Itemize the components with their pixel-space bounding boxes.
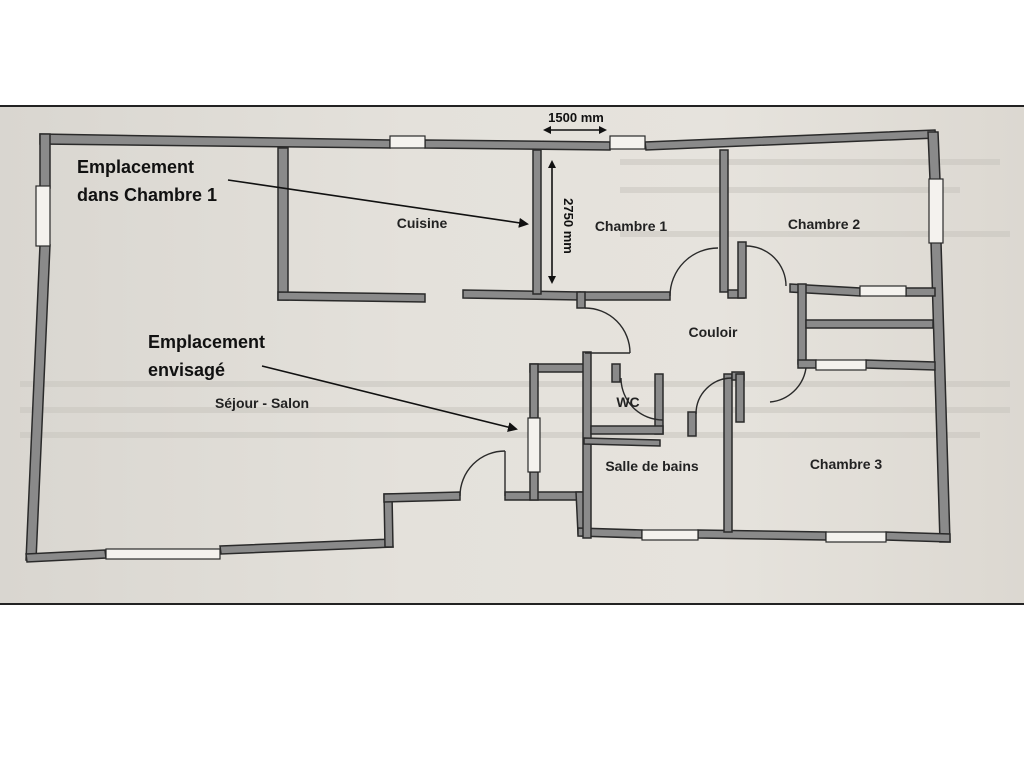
room-label-chambre3: Chambre 3 — [810, 456, 883, 472]
floor-plan: Cuisine Chambre 1 Chambre 2 Couloir WC S… — [20, 110, 1010, 563]
room-labels: Cuisine Chambre 1 Chambre 2 Couloir WC S… — [215, 215, 882, 474]
annotation-planned-line2: envisagé — [148, 360, 225, 380]
windows — [35, 135, 944, 560]
walls — [25, 129, 951, 563]
background-print — [20, 159, 1010, 438]
annotation-chambre1-line2: dans Chambre 1 — [77, 185, 217, 205]
room-label-cuisine: Cuisine — [397, 215, 448, 231]
annotation-planned-line1: Emplacement — [148, 332, 265, 352]
room-label-sejour: Séjour - Salon — [215, 395, 309, 411]
room-label-wc: WC — [616, 394, 639, 410]
room-label-chambre2: Chambre 2 — [788, 216, 861, 232]
annotations: Emplacement dans Chambre 1 Emplacement e… — [77, 157, 529, 432]
doors — [459, 245, 807, 497]
dimension-markers: 1500 mm 2750 mm — [543, 110, 607, 284]
annotation-planned-arrow — [261, 365, 518, 432]
annotation-chambre1-arrow — [227, 179, 529, 228]
width-dimension-label: 1500 mm — [548, 110, 604, 125]
height-dimension-label: 2750 mm — [561, 198, 576, 254]
room-label-couloir: Couloir — [689, 324, 739, 340]
annotation-chambre1-line1: Emplacement — [77, 157, 194, 177]
room-label-salle-de-bains: Salle de bains — [605, 458, 699, 474]
floor-plan-photo: Cuisine Chambre 1 Chambre 2 Couloir WC S… — [0, 105, 1024, 605]
room-label-chambre1: Chambre 1 — [595, 218, 668, 234]
